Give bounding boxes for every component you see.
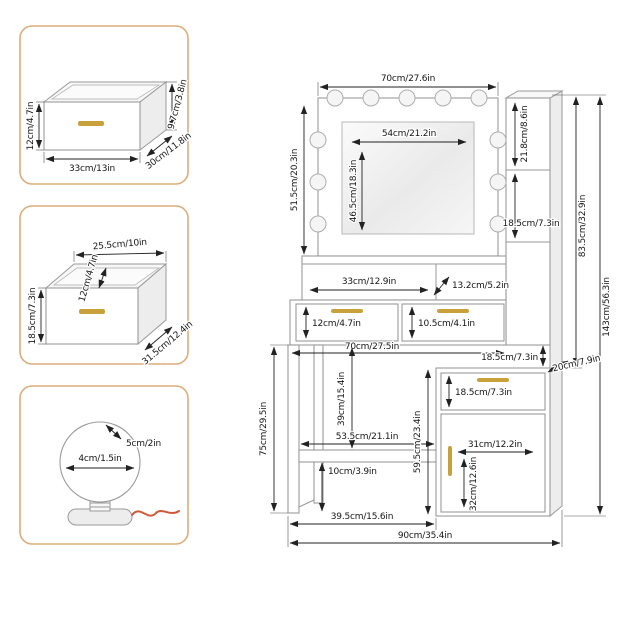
dim-label: 32cm/12.6in — [469, 457, 479, 511]
drawer-handle — [477, 378, 509, 382]
drawer-handle — [331, 309, 363, 313]
dim-label: 18.5cm/7.3in — [455, 388, 512, 398]
inset-border — [19, 385, 189, 545]
dim-upper-section-height: 83.5cm/32.9in — [552, 94, 606, 369]
door-handle — [448, 446, 452, 476]
dim-label: 83.5cm/32.9in — [578, 195, 588, 257]
dim-footrest-ground-clearance: 10cm/3.9in — [318, 462, 378, 512]
dim-label: 39.5cm/15.6in — [331, 512, 393, 522]
dim-label: 39cm/15.4in — [337, 372, 347, 426]
left-back-leg — [313, 344, 324, 504]
dim-label: 70cm/27.6in — [381, 74, 435, 84]
dim-middle-drawer-front-height: 18.5cm/7.3in — [27, 286, 46, 346]
dim-label: 31cm/12.2in — [468, 440, 522, 450]
dim-total-height: 143cm/56.3in — [564, 96, 613, 517]
dim-mirror-glass-width: 54cm/21.2in — [351, 128, 467, 146]
inset-top-drawer: 9.7cm/3.8in 12cm/4.7in 33cm/13in 30cm/11… — [19, 25, 195, 185]
inset-border — [19, 205, 189, 365]
dim-cabinet-gap-height: 18.5cm/7.3in — [480, 345, 547, 367]
dim-cabinet-height: 59.5cm/23.4in — [412, 369, 432, 515]
dim-mirror-glass-height: 46.5cm/18.3in — [348, 151, 366, 231]
dim-footrest-width: 53.5cm/21.1in — [300, 431, 435, 448]
dim-top-drawer-width: 33cm/13in — [43, 152, 141, 175]
dim-label: 70cm/27.5in — [345, 342, 399, 352]
dim-label: 59.5cm/23.4in — [413, 411, 423, 473]
dim-bulb-glass-width: 4cm/1.5in — [65, 453, 135, 472]
mirror-light-bulbs — [309, 89, 507, 233]
dim-label: 10.5cm/4.1in — [418, 319, 475, 329]
dim-cabinet-drawer-height: 18.5cm/7.3in — [445, 375, 513, 408]
vanity-illustration — [287, 89, 564, 518]
dim-label: 4cm/1.5in — [78, 454, 121, 464]
dim-label: 18.5cm/7.3in — [503, 219, 560, 229]
dim-middle-drawer-top-width: 25.5cm/10in — [73, 236, 167, 262]
dim-label: 54cm/21.2in — [382, 129, 436, 139]
dim-mirror-top-width: 70cm/27.6in — [317, 73, 499, 96]
dim-label: 33cm/12.9in — [342, 277, 396, 287]
inset-bulb: 4cm/1.5in 5cm/2in — [19, 385, 189, 545]
dim-top-drawer-back-height: 9.7cm/3.8in — [165, 77, 191, 132]
top-drawer-illustration — [42, 80, 168, 152]
dim-label: 12cm/4.7in — [26, 102, 36, 151]
dim-label: 53.5cm/21.1in — [336, 432, 398, 442]
left-front-leg — [287, 344, 300, 514]
dim-tabletop-shelf-depth: 13.2cm/5.2in — [433, 276, 510, 296]
inset-border — [19, 25, 189, 185]
dim-tabletop-shelf-width: 33cm/12.9in — [309, 276, 429, 294]
desktop-drawer-right — [401, 303, 505, 342]
drawer-handle — [78, 121, 104, 126]
dim-leg-height: 75cm/29.5in — [258, 344, 288, 514]
drawer-handle — [79, 309, 105, 314]
dim-label: 21.8cm/8.6in — [520, 106, 530, 163]
dim-knee-space-height: 39cm/15.4in — [336, 347, 356, 449]
dim-label: 46.5cm/18.3in — [349, 160, 359, 222]
dim-label: 13.2cm/5.2in — [452, 281, 509, 291]
dim-right-drawer-height: 10.5cm/4.1in — [408, 306, 476, 339]
dim-label: 33cm/13in — [69, 164, 115, 174]
dim-label: 18.5cm/7.3in — [28, 288, 38, 345]
dim-top-drawer-front-height: 12cm/4.7in — [25, 100, 44, 152]
drawer-handle — [437, 309, 469, 313]
dim-label: 18.5cm/7.3in — [481, 353, 538, 363]
bulb-illustration — [59, 421, 180, 526]
middle-drawer-illustration — [44, 262, 168, 346]
dim-label: 90cm/35.4in — [398, 531, 452, 541]
dim-label: 9.7cm/3.8in — [167, 78, 190, 130]
bulb-wire — [131, 510, 180, 517]
dim-label: 143cm/56.3in — [602, 277, 612, 337]
dim-label: 12cm/4.7in — [312, 319, 361, 329]
cabinet-door — [440, 413, 546, 513]
dim-desktop-width: 70cm/27.5in — [291, 341, 505, 357]
dim-label: 51.5cm/20.3in — [290, 149, 300, 211]
dim-total-width: 90cm/35.4in — [289, 510, 563, 547]
side-panel — [549, 90, 563, 518]
dim-label: 5cm/2in — [126, 439, 161, 449]
bulb-glass — [59, 421, 141, 503]
tabletop-shelf — [301, 255, 507, 301]
inset-middle-drawer: 25.5cm/10in 12cm/4.7in 18.5cm/7.3in 31.5… — [19, 205, 196, 369]
dim-label: 10cm/3.9in — [328, 467, 377, 477]
dim-bulb-diameter: 5cm/2in — [105, 424, 163, 450]
dim-cabinet-door-height: 32cm/12.6in — [460, 456, 480, 512]
dim-mirror-panel-height: 51.5cm/20.3in — [289, 105, 308, 255]
dim-tower-shelf-height: 18.5cm/7.3in — [501, 173, 561, 239]
dim-label: 25.5cm/10in — [92, 238, 147, 253]
dim-left-drawer-height: 12cm/4.7in — [302, 306, 362, 339]
dim-knee-space-width: 39.5cm/15.6in — [287, 511, 437, 547]
dim-tower-top-shelf-height: 21.8cm/8.6in — [511, 102, 531, 167]
dim-label: 75cm/29.5in — [259, 402, 269, 456]
dim-cabinet-door-width: 31cm/12.2in — [457, 439, 534, 456]
